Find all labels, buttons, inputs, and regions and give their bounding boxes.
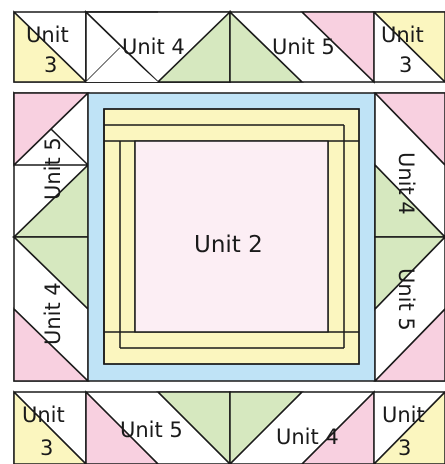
label-bottom-right-unit3-line1: Unit (382, 403, 425, 427)
label-left-unit5: Unit 5 (41, 137, 65, 200)
label-top-right-unit3-line1: Unit (381, 23, 424, 47)
label-bottom-right-unit3-line2: 3 (398, 436, 411, 460)
middle-row (12, 91, 445, 382)
unit5-block-top (229, 10, 375, 84)
label-center-unit2: Unit 2 (194, 232, 263, 258)
label-top-left-unit3-line2: 3 (44, 53, 57, 77)
label-bottom-left-unit3-line1: Unit (22, 403, 65, 427)
unit4-block-right (373, 92, 445, 238)
label-right-unit4: Unit 4 (394, 152, 418, 215)
label-left-unit4: Unit 4 (41, 282, 65, 345)
label-right-unit5: Unit 5 (394, 268, 418, 331)
label-top-right-unit3-line2: 3 (399, 53, 412, 77)
label-bottom-unit5: Unit 5 (120, 418, 183, 442)
label-bottom-unit4: Unit 4 (276, 425, 339, 449)
top-row (13, 10, 445, 84)
bottom-row (13, 390, 445, 464)
label-top-unit5: Unit 5 (272, 35, 335, 59)
label-top-unit4: Unit 4 (122, 35, 185, 59)
label-top-left-unit3-line1: Unit (26, 23, 69, 47)
unit3-block-bottom-right (372, 390, 445, 464)
unit2-block-center (87, 92, 376, 382)
unit3-block-top-right (372, 11, 445, 84)
unit4-block-top (84, 10, 232, 84)
label-bottom-left-unit3-line2: 3 (40, 436, 53, 460)
unit4-block-left (12, 236, 90, 382)
unit3-block-top-left (13, 10, 88, 83)
unit5-block-right (373, 236, 445, 382)
unit3-block-bottom-left (13, 390, 88, 464)
